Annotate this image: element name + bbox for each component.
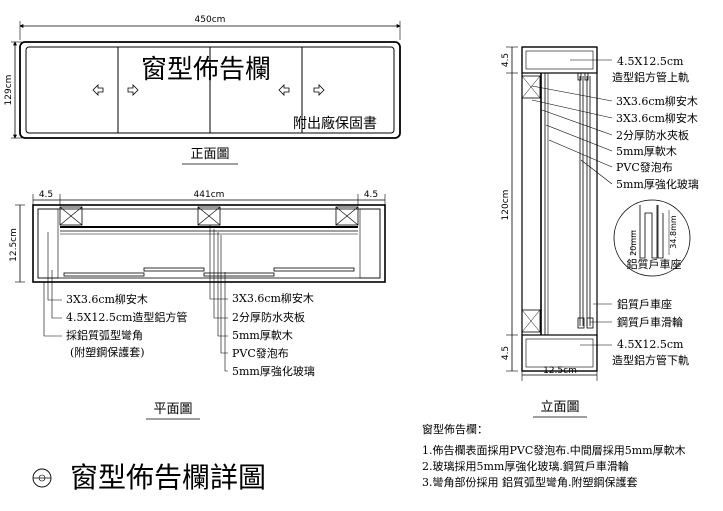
section-label-lauan-2: 3X3.6cm柳安木 (616, 111, 698, 125)
plan-center-dim: 441cm (194, 190, 225, 200)
section-label-bottom-rail-size: 4.5X12.5cm (617, 338, 684, 351)
section-label-cork: 5mm厚軟木 (616, 144, 677, 158)
drawing-title: 窗型佈告欄詳圖 (70, 461, 266, 494)
note-1: 1.佈告欄表面採用PVC發泡布.中間層採用5mm厚軟木 (422, 443, 686, 457)
plan-view: 4.5 441cm 4.5 12.5cm (9, 190, 386, 420)
section-bottom-dim: 4.5 (501, 346, 511, 360)
detail-dim-34: 34.8mm (669, 215, 678, 249)
plan-label-cork: 5mm厚軟木 (232, 328, 293, 342)
section-view-caption: 立面圖 (540, 400, 579, 415)
plan-label-alu-corner: 採鋁質弧型彎角 (66, 328, 143, 342)
plan-label-glass: 5mm厚強化玻璃 (232, 364, 315, 378)
section-label-lauan-1: 3X3.6cm柳安木 (616, 94, 698, 108)
slide-left-arrow-icon (278, 84, 290, 96)
front-height-dim: 129cm (4, 75, 14, 106)
section-bottom-rail (521, 334, 598, 372)
notes: 窗型佈告欄： 1.佈告欄表面採用PVC發泡布.中間層採用5mm厚軟木 2.玻璃採… (422, 422, 686, 489)
warranty-note: 附出廠保固書 (293, 115, 377, 132)
plan-left-dim: 4.5 (39, 190, 53, 200)
slide-right-arrow-icon (313, 84, 325, 96)
title-block: 窗型佈告欄詳圖 (32, 461, 266, 494)
plan-outline (32, 204, 386, 283)
plan-right-dim: 4.5 (364, 190, 378, 200)
front-outer-frame (19, 41, 401, 139)
front-view-caption: 正面圖 (190, 147, 229, 162)
section-height-dim: 120cm (501, 190, 511, 221)
slide-right-arrow-icon (127, 84, 139, 96)
section-top-dim: 4.5 (501, 53, 511, 67)
plan-label-lauan-left: 3X3.6cm柳安木 (66, 292, 148, 306)
section-label-plywood: 2分厚防水夾板 (616, 128, 689, 142)
plan-label-plywood: 2分厚防水夾板 (232, 310, 305, 324)
note-2: 2.玻璃採用5mm厚強化玻璃.鋼質戶車滑輪 (422, 459, 629, 473)
plan-label-alu-tube: 4.5X12.5cm造型鋁方管 (66, 310, 187, 324)
section-view: 4.5 120cm 4.5 12.5cm (501, 46, 699, 418)
section-label-steel-roller: 鋼質戶車滑輪 (617, 315, 683, 329)
section-label-pvc: PVC發泡布 (616, 160, 673, 174)
plan-depth-dim: 12.5cm (9, 228, 19, 262)
detail-label: 鋁質戶車座 (627, 257, 682, 271)
note-3: 3.彎角部份採用 鋁質弧型彎角.附塑鋼保護套 (422, 475, 638, 489)
plan-label-plastic-cover: (附塑鋼保護套) (70, 345, 145, 359)
section-label-top-rail-size: 4.5X12.5cm (617, 55, 684, 68)
section-label-glass: 5mm厚強化玻璃 (616, 177, 699, 191)
front-view: 450cm 129cm 窗型佈告欄 附出廠保固書 正面圖 (4, 15, 401, 165)
section-label-carrier-seat: 鋁質戶車座 (617, 297, 672, 311)
front-width-dim: 450cm (195, 15, 226, 25)
detail-dim-20: 20mm (629, 230, 638, 256)
section-label-top-rail: 造型鋁方管上軌 (612, 70, 689, 84)
board-title: 窗型佈告欄 (141, 55, 271, 85)
slide-left-arrow-icon (92, 84, 104, 96)
plan-view-caption: 平面圖 (153, 402, 192, 417)
detail-circle (613, 199, 691, 277)
plan-label-lauan-right: 3X3.6cm柳安木 (232, 291, 314, 305)
notes-heading: 窗型佈告欄： (422, 422, 488, 436)
section-label-bottom-rail: 造型鋁方管下軌 (612, 353, 689, 367)
plan-label-pvc: PVC發泡布 (232, 346, 289, 360)
